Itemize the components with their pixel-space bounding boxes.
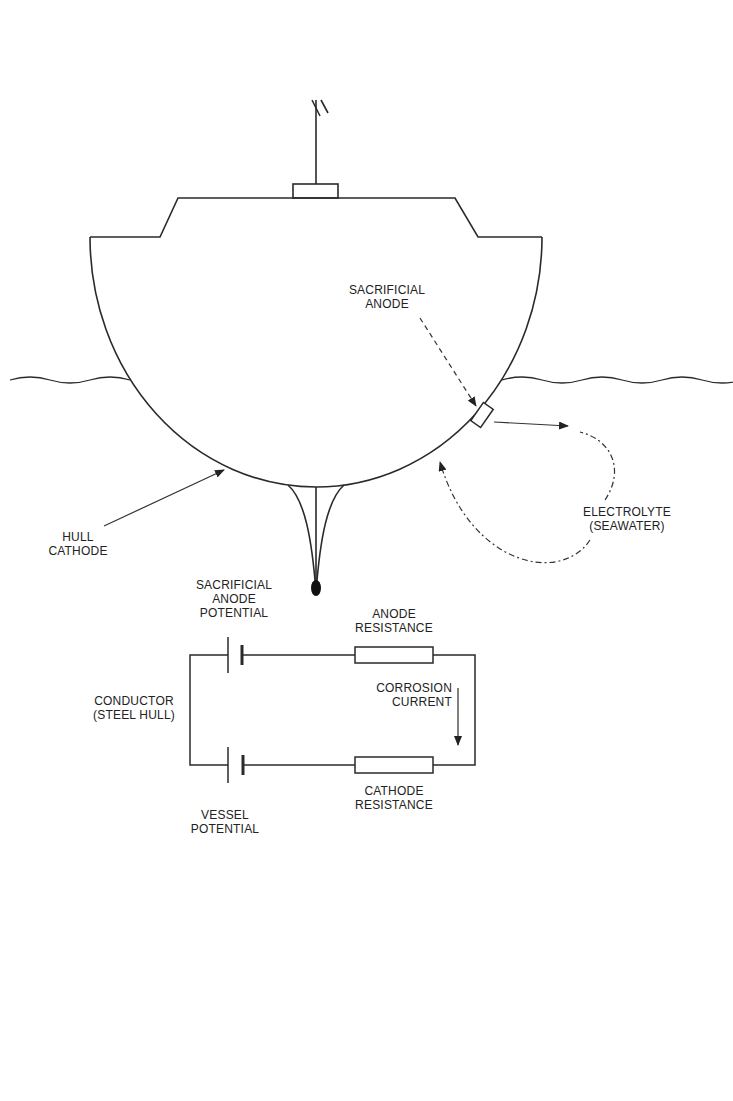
component-label: ANODE RESISTANCE [346,607,442,635]
wave-line [502,377,733,383]
hull-outline [90,237,542,487]
component-label: VESSEL POTENTIAL [180,808,270,836]
flow-line [440,462,590,563]
component-label: SACRIFICIAL ANODE POTENTIAL [180,578,288,620]
resistor-symbol [355,757,433,773]
current-label: CORROSION CURRENT [362,681,452,709]
component-label: CONDUCTOR (STEEL HULL) [84,694,184,722]
wire [190,655,228,765]
deck-line [90,198,542,237]
flow-line [580,432,615,500]
battery-plate [242,755,245,775]
circuit [190,637,475,783]
anode-block [471,403,493,428]
leader-arrow [494,422,568,426]
battery-plate [227,637,229,673]
deckhouse [293,184,338,198]
leader-arrow [104,470,224,526]
battery-plate [227,747,229,783]
resistor-symbol [355,647,433,663]
wire [433,655,475,765]
mast [315,100,317,184]
part-label: HULL CATHODE [40,530,116,558]
part-label: SACRIFICIAL ANODE [338,283,436,311]
keel-center-line [315,487,317,585]
ship-hull [90,100,542,592]
mast-rigging [321,100,328,113]
keel-tip [311,580,321,596]
keel [288,485,344,592]
leaders [104,318,615,563]
battery-plate [241,645,244,665]
waterline [10,377,733,383]
part-label: ELECTROLYTE (SEAWATER) [572,505,682,533]
mast-rigging [312,100,320,116]
wave-line [10,377,130,383]
leader-arrow [420,318,476,406]
wire [244,764,355,766]
component-label: CATHODE RESISTANCE [346,784,442,812]
wire [242,654,355,656]
current-arrow [457,688,458,745]
